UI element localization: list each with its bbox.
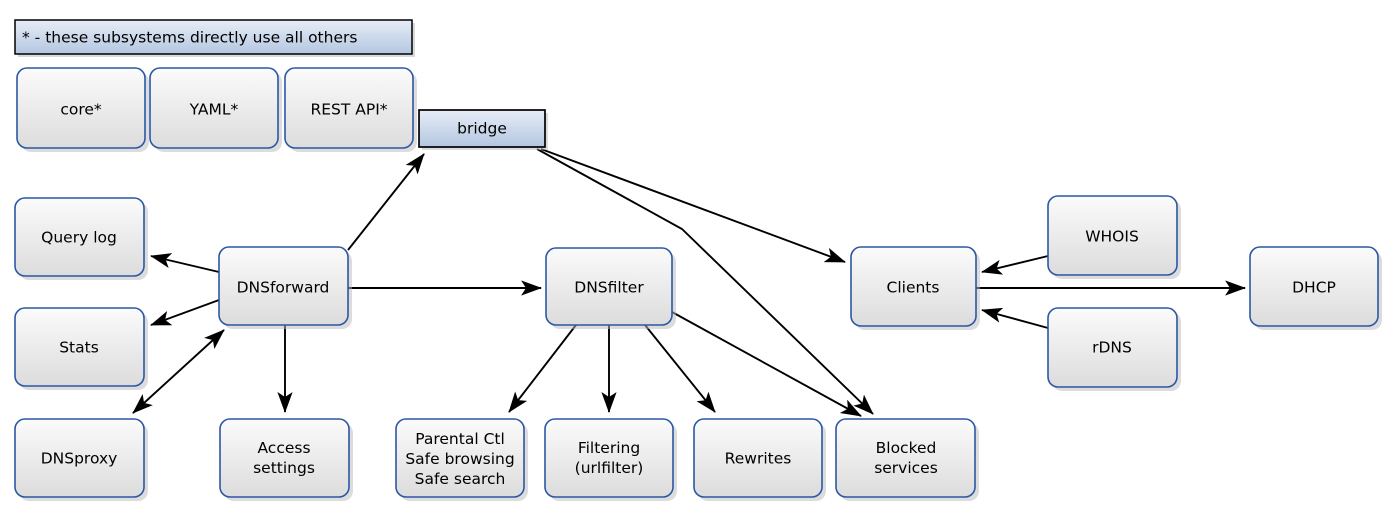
dnsfilter-label: DNSfilter [574,279,644,297]
query-log-rect [14,197,145,277]
rest-api-label: REST API* [310,101,387,119]
rest-api-rect [284,67,414,149]
legend-text: * - these subsystems directly use all ot… [22,29,357,47]
node-dnsfilter[interactable]: DNSfilter [545,247,676,329]
query-log-label: Query log [41,229,117,247]
core-rect [16,67,146,149]
node-rdns[interactable]: rDNS [1047,307,1181,391]
bridge-label: bridge [457,120,507,138]
rewrites-label: Rewrites [725,450,792,468]
edge-dnsforward-querylog [150,253,220,273]
yaml-rect [149,67,279,149]
node-query-log[interactable]: Query log [14,197,148,280]
node-stats[interactable]: Stats [14,307,148,390]
edge-whois-clients [981,255,1049,275]
parental-control-rect [395,418,525,498]
dnsproxy-rect [14,418,145,498]
rdns-rect [1047,307,1178,388]
clients-label: Clients [887,279,940,297]
node-clients[interactable]: Clients [850,246,980,330]
whois-label: WHOIS [1085,228,1139,246]
edge-layer [132,148,1246,417]
dnsforward-rect [218,246,349,326]
edge-bridge-clients [540,148,846,263]
clients-rect [850,246,977,327]
node-whois[interactable]: WHOIS [1047,195,1181,279]
filtering-rect [544,418,674,498]
rewrites-rect [693,418,823,498]
edge-dnsforward-dnsproxy [132,329,225,414]
dhcp-label: DHCP [1292,279,1336,297]
edge-dnsforward-stats [150,299,220,326]
node-rewrites[interactable]: Rewrites [693,418,826,501]
filtering-label: Filtering(urlfilter) [575,439,644,477]
edge-dnsfilter-parental [508,324,577,413]
node-rest-api[interactable]: REST API* [284,67,417,152]
node-filtering[interactable]: Filtering(urlfilter) [544,418,677,501]
yaml-label: YAML* [189,101,239,119]
edge-rdns-clients [981,307,1049,329]
legend-rect [14,19,413,55]
node-dnsproxy[interactable]: DNSproxy [14,418,148,501]
node-dhcp[interactable]: DHCP [1249,246,1382,330]
core-label: core* [60,101,102,119]
node-core[interactable]: core* [16,67,149,152]
rdns-label: rDNS [1092,339,1132,357]
node-dnsforward[interactable]: DNSforward [218,246,352,329]
stats-label: Stats [59,339,99,357]
edge-dnsforward-bridge [347,153,425,251]
node-yaml[interactable]: YAML* [149,67,282,152]
edge-dnsfilter-blocked [671,311,862,417]
edge-bridge-blocked [536,148,874,415]
dnsproxy-label: DNSproxy [41,450,118,468]
blocked-services-rect [835,418,976,498]
whois-rect [1047,195,1178,276]
dnsfilter-rect [545,247,673,326]
edge-dnsfilter-rewrites [644,324,716,413]
stats-rect [14,307,145,387]
dhcp-rect [1249,246,1379,327]
node-bridge[interactable]: bridge [418,109,548,150]
access-settings-rect [219,418,350,498]
dnsforward-label: DNSforward [237,279,330,297]
legend-box: * - these subsystems directly use all ot… [14,19,415,57]
bridge-rect [418,109,546,148]
